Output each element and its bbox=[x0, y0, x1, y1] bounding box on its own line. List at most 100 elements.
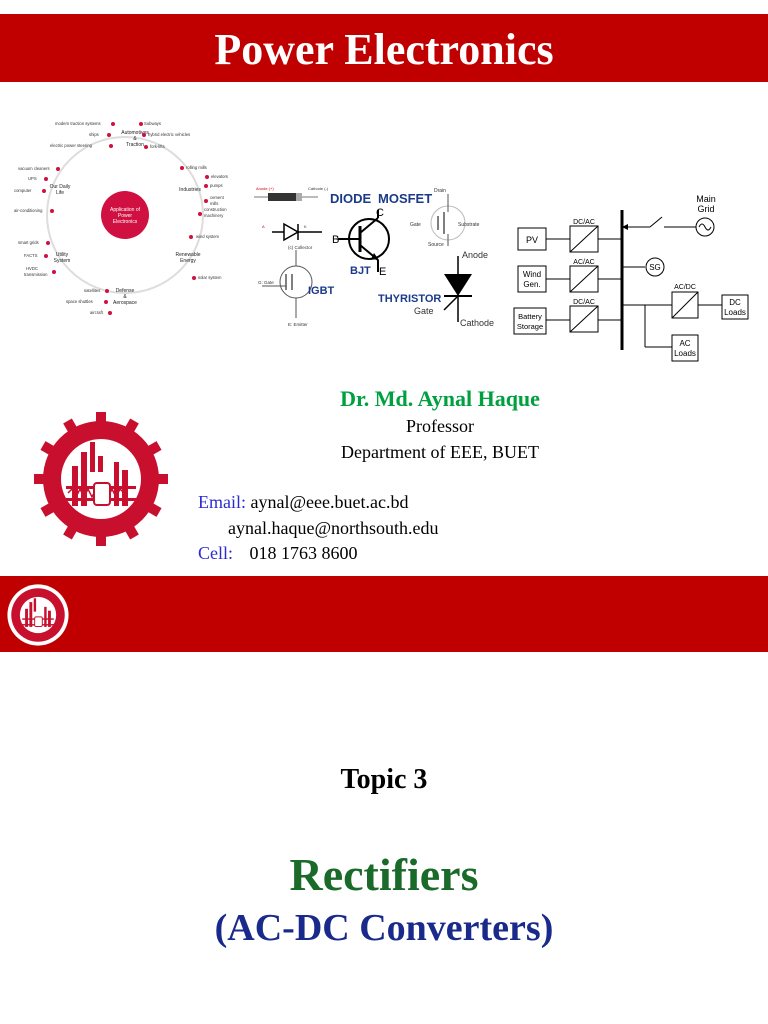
main-grid-label-2: Grid bbox=[697, 204, 714, 214]
igbt-emitter: E: Emitter bbox=[288, 322, 308, 327]
author-position: Professor bbox=[406, 416, 474, 436]
app-item: modern traction systems bbox=[55, 121, 101, 126]
converter-label: AC/AC bbox=[573, 259, 594, 266]
wind-source bbox=[517, 265, 547, 293]
sg-label: SG bbox=[649, 263, 661, 272]
ac-loads-label-1: AC bbox=[679, 339, 690, 348]
group-label: Utility bbox=[56, 252, 69, 258]
bjt-base-label: B bbox=[332, 234, 339, 246]
thyristor-label: THYRISTOR bbox=[378, 293, 441, 305]
author-department: Department of EEE, BUET bbox=[341, 442, 539, 462]
app-item: machinery bbox=[204, 213, 224, 218]
app-item: elevators bbox=[211, 174, 228, 179]
email-row: Email: aynal@eee.buet.ac.bd bbox=[198, 492, 409, 513]
thyristor-anode: Anode bbox=[462, 250, 488, 260]
app-item: air-conditioning bbox=[14, 208, 43, 213]
app-item: satellites bbox=[84, 288, 100, 293]
app-item: HVDC bbox=[26, 266, 38, 271]
topic-heading: Rectifiers bbox=[289, 849, 479, 900]
app-item: electric power steering bbox=[50, 143, 93, 148]
mosfet-label: MOSFET bbox=[378, 191, 432, 206]
app-item: FACTS bbox=[24, 253, 38, 258]
main-grid-label-1: Main bbox=[696, 194, 716, 204]
app-item: fork-lifts bbox=[150, 144, 165, 149]
email-secondary[interactable]: aynal.haque@northsouth.edu bbox=[228, 518, 439, 538]
group-label: & bbox=[133, 136, 137, 142]
section-banner bbox=[0, 576, 768, 652]
email-primary[interactable]: aynal@eee.buet.ac.bd bbox=[250, 492, 409, 512]
group-label: Energy bbox=[180, 258, 196, 264]
group-label: Defense bbox=[116, 288, 135, 294]
diode-package bbox=[268, 193, 302, 201]
source-battery-label-2: Storage bbox=[517, 322, 543, 331]
app-item: solar system bbox=[198, 275, 222, 280]
dc-loads-label-2: Loads bbox=[724, 308, 746, 317]
cell-number: 018 1763 8600 bbox=[249, 543, 358, 563]
ac-loads bbox=[671, 334, 699, 362]
converter-label: DC/AC bbox=[573, 299, 595, 306]
group-label: Aerospace bbox=[113, 300, 137, 306]
group-label: & bbox=[123, 294, 127, 300]
thyristor-cathode: Cathode bbox=[460, 318, 494, 328]
app-item: UPS bbox=[28, 176, 37, 181]
svg-text:A: A bbox=[262, 224, 265, 229]
app-item: wind system bbox=[196, 234, 220, 239]
dc-loads bbox=[721, 294, 749, 320]
app-item: transmission bbox=[24, 272, 48, 277]
dc-loads-label-1: DC bbox=[729, 298, 741, 307]
source-battery-label-1: Battery bbox=[518, 312, 542, 321]
topic-label: Topic 3 bbox=[340, 764, 428, 795]
devices-diagram: Anode (+) Cathode (-) DIODE A K MOSFET D… bbox=[254, 186, 494, 328]
diode-symbol bbox=[283, 222, 300, 242]
group-label: Our Daily bbox=[50, 184, 71, 190]
app-item: Subways bbox=[144, 121, 161, 126]
igbt-gate: G: Gate bbox=[258, 280, 274, 285]
svg-text:K: K bbox=[304, 224, 307, 229]
app-item: cement bbox=[210, 195, 225, 200]
app-item: pumps bbox=[210, 183, 223, 188]
thyristor-gate: Gate bbox=[414, 306, 434, 316]
app-item: mills bbox=[210, 201, 218, 206]
cell-row: Cell: 018 1763 8600 bbox=[198, 543, 358, 564]
slide-title: Power Electronics bbox=[214, 25, 554, 74]
mosfet-substrate: Substrate bbox=[458, 222, 480, 228]
bjt-emitter-label: E bbox=[379, 266, 386, 278]
source-pv-label: PV bbox=[526, 235, 538, 245]
bjt-label: BJT bbox=[350, 265, 371, 277]
app-item: construction bbox=[204, 207, 227, 212]
group-label: Automotives bbox=[121, 130, 149, 136]
buet-logo-small bbox=[7, 584, 69, 646]
mosfet-gate: Gate bbox=[410, 222, 421, 228]
source-wind-label-1: Wind bbox=[523, 270, 541, 279]
app-item: computer bbox=[14, 188, 32, 193]
cell-label: Cell: bbox=[198, 543, 233, 563]
center-label-2: Power bbox=[118, 213, 133, 219]
igbt-label: IGBT bbox=[308, 285, 335, 297]
sg-generator bbox=[645, 257, 665, 277]
source-wind-label-2: Gen. bbox=[523, 280, 540, 289]
grid-diagram: Main Grid PV DC/AC Wind Gen. AC/AC Batte… bbox=[513, 194, 749, 362]
app-item: space shuttles bbox=[66, 299, 93, 304]
group-label: Renewable bbox=[175, 252, 200, 258]
bjt-collector-label: C bbox=[376, 207, 384, 219]
applications-diagram: Application of Power Electronics Automot… bbox=[14, 121, 228, 315]
converter-label: DC/AC bbox=[573, 219, 595, 226]
email-label: Email: bbox=[198, 492, 246, 512]
app-item: ships bbox=[89, 132, 99, 137]
app-item: aircraft bbox=[90, 310, 104, 315]
center-label-3: Electronics bbox=[113, 219, 138, 225]
thyristor-symbol bbox=[444, 274, 472, 296]
diode-cathode-label: Cathode (-) bbox=[308, 186, 329, 191]
acdc-label: AC/DC bbox=[674, 284, 696, 291]
center-label-1: Application of bbox=[110, 207, 141, 213]
app-item: vacuum cleaners bbox=[18, 166, 50, 171]
diode-label: DIODE bbox=[330, 191, 372, 206]
group-label: Traction bbox=[126, 142, 144, 148]
igbt-collector: (c) Collector bbox=[288, 245, 313, 250]
battery-source bbox=[513, 307, 547, 335]
topic-subheading: (AC-DC Converters) bbox=[214, 907, 554, 949]
app-item: rolling mills bbox=[186, 165, 207, 170]
app-item: hybrid electric vehicles bbox=[148, 132, 190, 137]
author-name: Dr. Md. Aynal Haque bbox=[340, 386, 540, 411]
group-label: System bbox=[54, 258, 71, 264]
